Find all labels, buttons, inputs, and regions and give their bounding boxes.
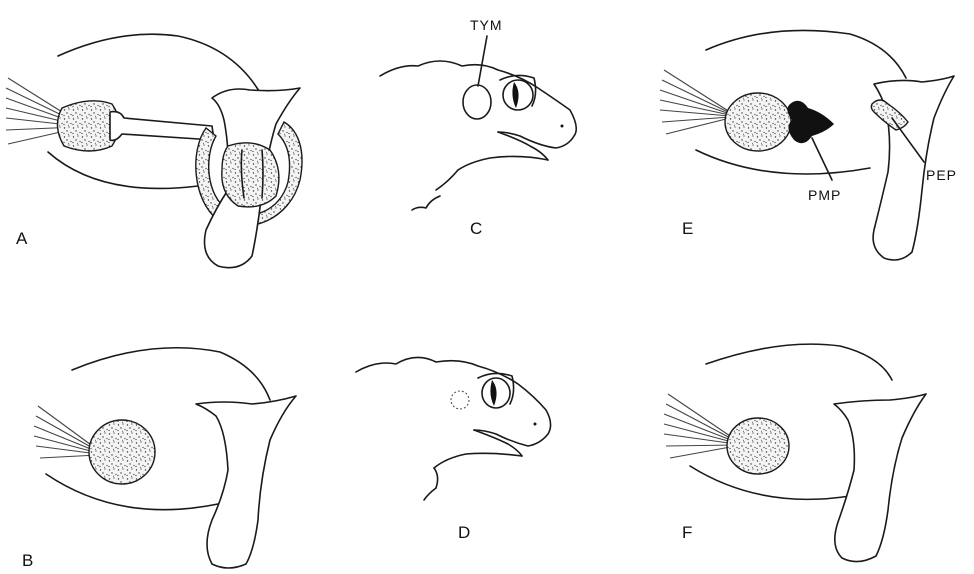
panel-label-d: D bbox=[458, 523, 470, 542]
skin-fold-lower bbox=[696, 150, 870, 174]
throat-line bbox=[458, 156, 548, 170]
mouth-line bbox=[474, 430, 522, 456]
skin-fold-upper bbox=[706, 344, 892, 380]
panel-label-b: B bbox=[22, 551, 33, 570]
skin-fold-upper bbox=[72, 348, 270, 400]
tympanum-stapes-b bbox=[89, 420, 155, 484]
tympanum-vestige-d bbox=[451, 391, 469, 409]
pmp-annotation: PMP bbox=[808, 187, 841, 203]
skin-fold-lower bbox=[48, 152, 198, 188]
pectoral-girdle-f bbox=[834, 394, 926, 562]
shoulder-line bbox=[412, 196, 440, 210]
tym-pointer bbox=[478, 36, 487, 86]
panel-label-c: C bbox=[470, 219, 482, 238]
panel-label-a: A bbox=[16, 229, 28, 248]
skin-fold-upper bbox=[706, 30, 906, 78]
pep-annotation: PEP bbox=[926, 167, 957, 183]
panel-f: F bbox=[664, 344, 926, 561]
neck-line bbox=[434, 468, 438, 488]
throat-line bbox=[434, 453, 522, 468]
muscle-rays bbox=[664, 394, 736, 458]
panel-d: D bbox=[356, 357, 551, 542]
muscle-rays bbox=[660, 70, 730, 134]
skin-fold-lower bbox=[690, 466, 872, 499]
tympanum-stapes-e bbox=[725, 93, 791, 151]
tym-annotation: TYM bbox=[470, 17, 503, 33]
footplate bbox=[222, 143, 279, 207]
tympanum-c bbox=[463, 85, 491, 119]
neck-line bbox=[436, 170, 458, 190]
panel-label-e: E bbox=[682, 219, 693, 238]
pmp-process bbox=[787, 101, 834, 143]
panel-a: A bbox=[6, 34, 302, 267]
columella-rod bbox=[110, 112, 214, 141]
pectoral-girdle-b bbox=[196, 396, 296, 568]
nostril-d bbox=[534, 423, 537, 426]
tympanum-stapes-f bbox=[727, 418, 789, 474]
panel-b: B bbox=[22, 348, 296, 570]
panel-c: TYM C bbox=[380, 17, 576, 238]
panel-label-f: F bbox=[682, 523, 692, 542]
shoulder-line bbox=[424, 488, 436, 500]
nostril-c bbox=[561, 125, 564, 128]
skin-fold-upper bbox=[58, 34, 262, 96]
head-outline bbox=[356, 357, 551, 446]
head-outline bbox=[380, 61, 576, 148]
panel-e: PMP PEP E bbox=[660, 30, 957, 260]
skin-fold-lower bbox=[46, 474, 244, 510]
